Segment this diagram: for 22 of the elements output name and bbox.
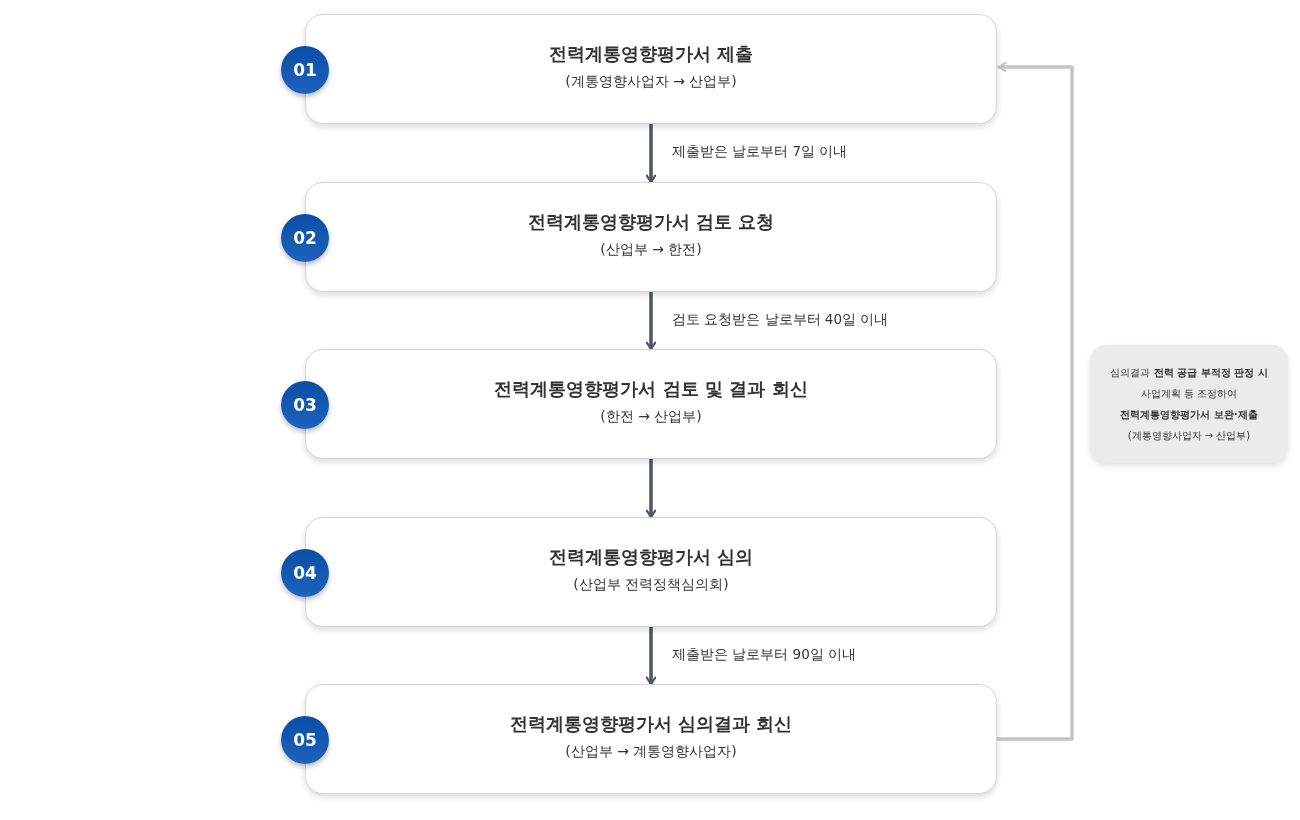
step-subtitle: (한전 → 산업부) [599,408,703,426]
step-subtitle: (산업부 → 계통영향사업자) [564,743,738,761]
step-title: 전력계통영향평가서 심의결과 회신 [508,712,794,736]
step-number-badge: 04 [281,549,329,597]
step-title: 전력계통영향평가서 제출 [547,42,755,66]
step-title: 전력계통영향평가서 검토 요청 [526,210,776,234]
arrow [645,122,657,184]
step-number-badge: 01 [281,46,329,94]
arrow [645,290,657,351]
step-number-badge: 02 [281,214,329,262]
step-subtitle: (산업부 전력정책심의회) [572,576,730,594]
arrow [645,625,657,686]
arrow [995,61,1074,741]
step-number-badge: 03 [281,381,329,429]
step-subtitle: (산업부 → 한전) [599,241,703,259]
step-title: 전력계통영향평가서 검토 및 결과 회신 [493,377,809,401]
step-number-badge: 05 [281,716,329,764]
step-subtitle: (계통영향사업자 → 산업부) [564,73,738,91]
step-title: 전력계통영향평가서 심의 [547,545,755,569]
arrow [645,457,657,519]
note-card [1090,345,1288,463]
note-text: 심의결과 전력 공급 부적정 판정 시 사업계획 등 조정하여 전력계통영향평가서 보완·제출 (계통영향사업자 → 산업부) [1109,366,1269,443]
